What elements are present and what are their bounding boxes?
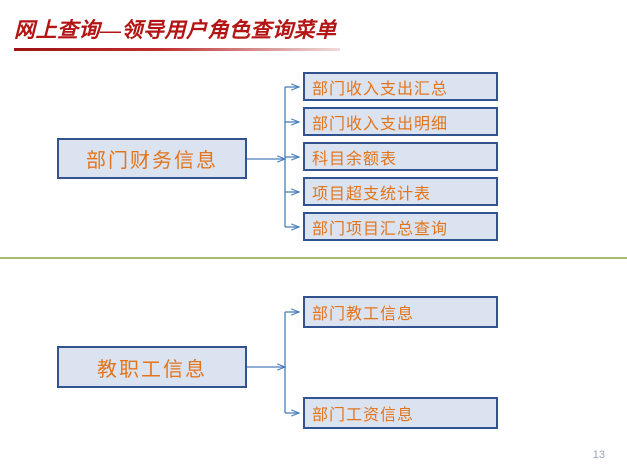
node-staff-root[interactable]: 教职工信息 [57,346,247,388]
page-title: 网上查询—领导用户角色查询菜单 [14,18,337,42]
section-divider [0,257,627,259]
node-department-project-summary-query[interactable]: 部门项目汇总查询 [303,212,498,241]
slide-title-block: 网上查询—领导用户角色查询菜单 [14,17,434,63]
page-number: 13 [592,449,605,461]
title-underline-rule [14,48,340,51]
node-finance-root[interactable]: 部门财务信息 [57,138,247,179]
node-account-balance-sheet[interactable]: 科目余额表 [303,142,498,171]
node-department-salary-info[interactable]: 部门工资信息 [303,397,498,429]
node-income-expense-summary[interactable]: 部门收入支出汇总 [303,72,498,101]
connector-finance-branches [285,87,299,227]
node-income-expense-detail[interactable]: 部门收入支出明细 [303,107,498,136]
node-project-overspend-stats[interactable]: 项目超支统计表 [303,177,498,206]
node-department-staff-info[interactable]: 部门教工信息 [303,296,498,328]
connector-staff-branches [285,312,299,413]
